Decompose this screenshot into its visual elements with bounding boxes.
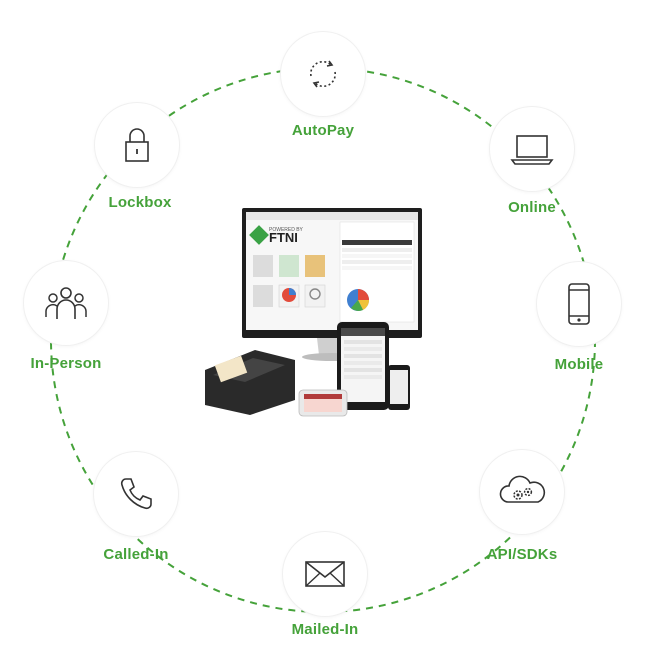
envelope-icon bbox=[305, 561, 345, 587]
sync-icon bbox=[309, 60, 337, 88]
phone-icon bbox=[120, 478, 152, 510]
people-icon bbox=[45, 287, 87, 319]
mobile-label: Mobile bbox=[554, 356, 604, 373]
lockbox-label: Lockbox bbox=[108, 194, 172, 211]
mailed-node bbox=[283, 532, 367, 616]
svg-text:FTNI: FTNI bbox=[269, 230, 298, 245]
called-label: Called-In bbox=[103, 546, 169, 563]
called-node bbox=[94, 452, 178, 536]
smartphone-icon bbox=[568, 283, 590, 325]
autopay-node bbox=[281, 32, 365, 116]
padlock-icon bbox=[125, 128, 149, 162]
api-node bbox=[480, 450, 564, 534]
online-node bbox=[490, 107, 574, 191]
laptop-icon bbox=[510, 135, 554, 165]
api-label: API/SDKs bbox=[486, 546, 558, 563]
inperson-label: In-Person bbox=[30, 355, 102, 372]
inperson-node bbox=[24, 261, 108, 345]
devices-illustration: POWERED BY FTNI bbox=[195, 200, 435, 430]
cloud-gears-icon bbox=[499, 475, 546, 503]
online-label: Online bbox=[508, 199, 556, 216]
mobile-node bbox=[537, 262, 621, 346]
ftni-logo: POWERED BY FTNI bbox=[249, 225, 304, 245]
mailed-label: Mailed-In bbox=[291, 621, 359, 638]
lockbox-node bbox=[95, 103, 179, 187]
autopay-label: AutoPay bbox=[291, 122, 355, 139]
svg-text:POWERED BY: POWERED BY bbox=[269, 227, 304, 233]
